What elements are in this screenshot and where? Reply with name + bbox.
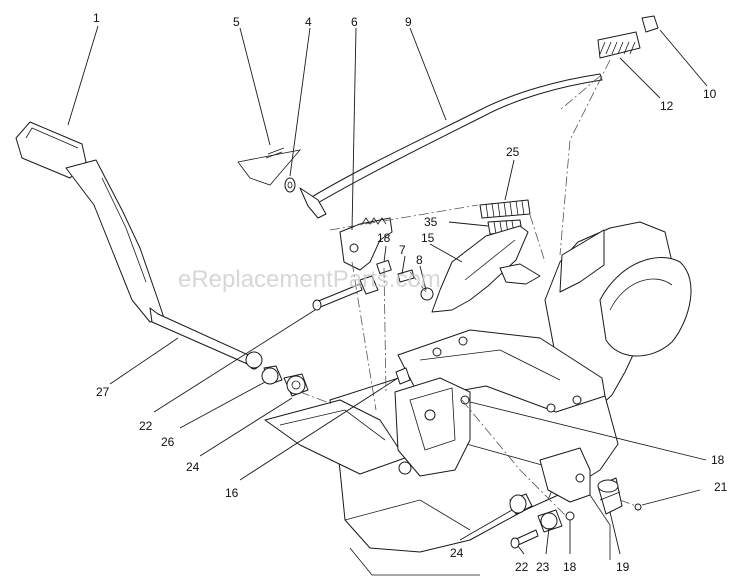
callout-8: 8 [416, 253, 423, 267]
brake-pedal [15, 121, 165, 323]
callout-7: 7 [399, 243, 406, 257]
callout-35: 35 [424, 215, 438, 229]
frame-nut [395, 367, 411, 385]
callout-5: 5 [233, 15, 240, 29]
callout-24: 24 [186, 460, 200, 474]
lock-pin-and-washer [237, 147, 302, 193]
callout-12: 12 [660, 99, 674, 113]
callout-labels: 1 5 4 6 9 10 12 25 35 18 7 15 8 27 22 26… [93, 11, 728, 574]
pedal-shaft [149, 307, 260, 370]
callout-18-right: 18 [711, 453, 725, 467]
callout-15: 15 [421, 231, 435, 245]
callout-21: 21 [714, 480, 728, 494]
watermark: eReplacementParts.com [178, 266, 441, 293]
callout-22-lower: 22 [515, 560, 529, 574]
callout-1: 1 [93, 11, 100, 25]
callout-4: 4 [305, 15, 312, 29]
shaft-hardware [245, 351, 309, 397]
lower-hardware [509, 477, 642, 549]
adjusting-spring [597, 15, 659, 59]
callout-24-lower: 24 [450, 546, 464, 560]
brake-rod [299, 73, 603, 219]
callout-9: 9 [405, 15, 412, 29]
callout-10: 10 [703, 87, 717, 101]
callout-25: 25 [506, 145, 520, 159]
brake-lever-bracket [431, 225, 541, 313]
chassis-frame [264, 221, 692, 576]
alignment-lines [299, 59, 637, 516]
callout-18: 18 [377, 231, 391, 245]
callout-27: 27 [96, 385, 110, 399]
callout-23: 23 [536, 560, 550, 574]
callout-22: 22 [139, 419, 153, 433]
brake-latch [339, 217, 393, 271]
callout-6: 6 [351, 15, 358, 29]
callout-26: 26 [161, 435, 175, 449]
callout-18-lower: 18 [563, 560, 577, 574]
leader-lines [67, 25, 708, 555]
callout-16: 16 [225, 486, 239, 500]
callout-19: 19 [616, 560, 630, 574]
